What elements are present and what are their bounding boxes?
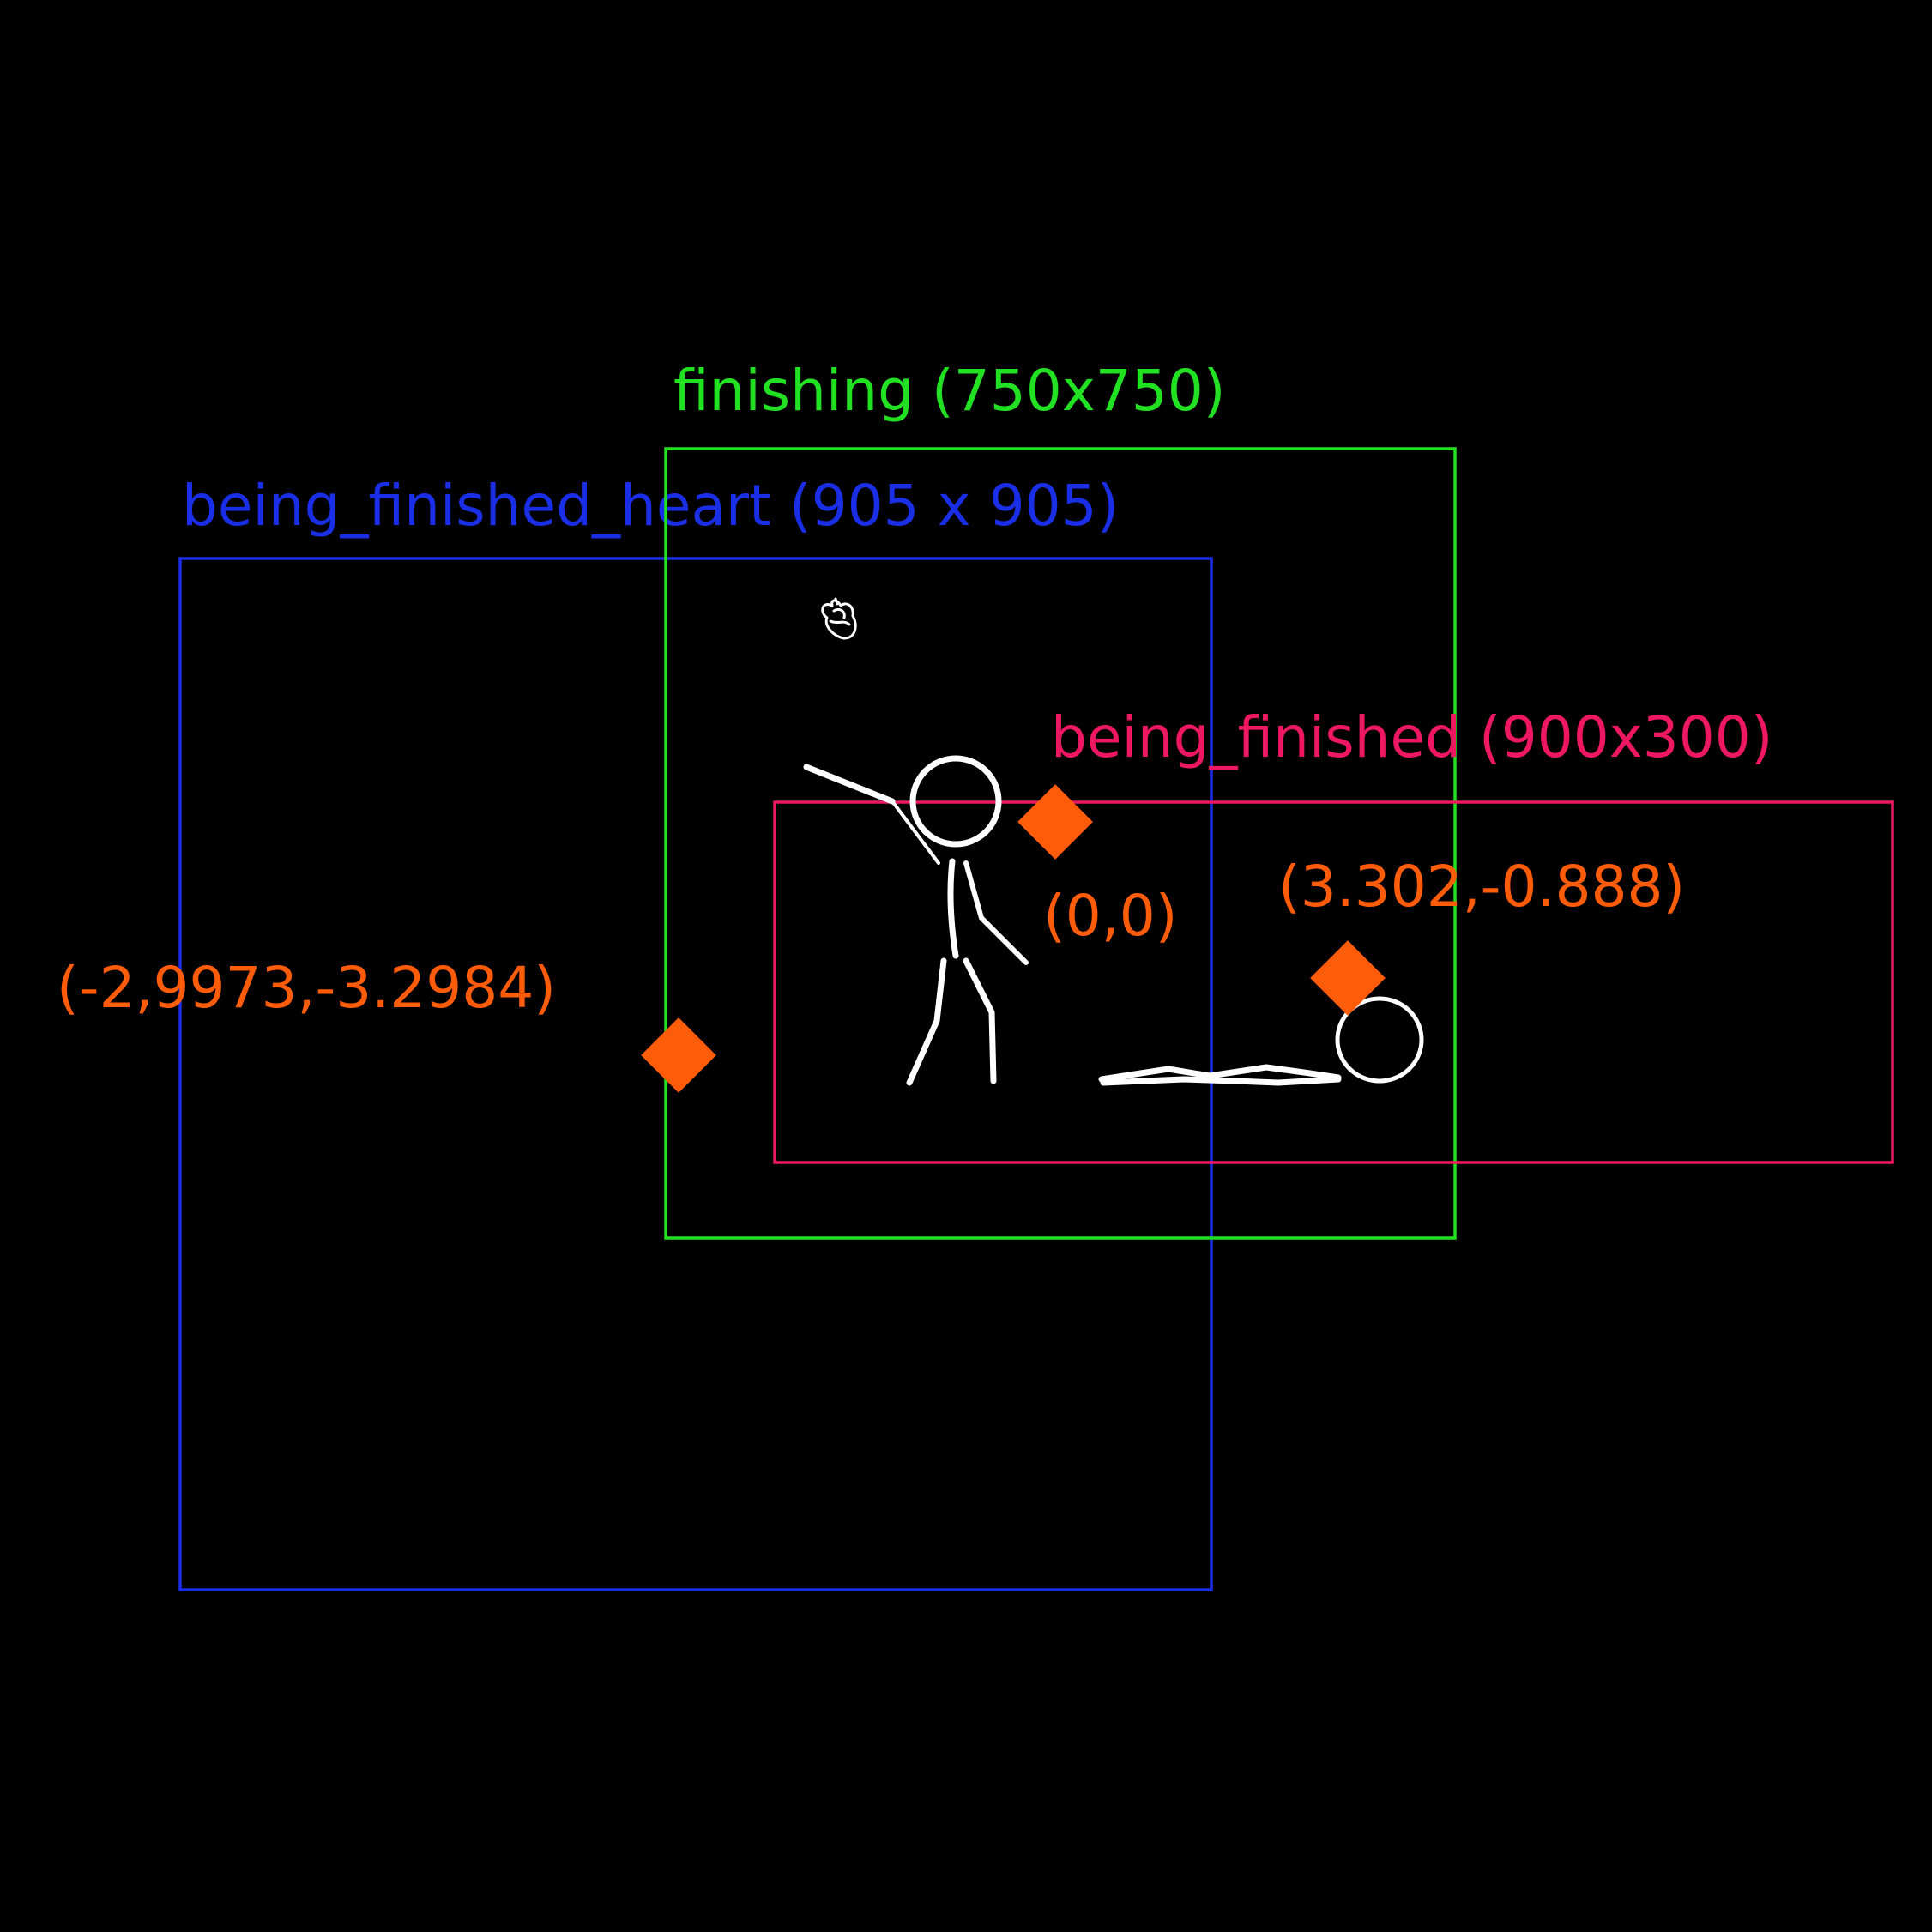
standing-figure-leg-right — [963, 957, 997, 1084]
being-finished-anchor-label: (3.302,-0.888) — [1278, 854, 1685, 920]
finishing-box-group: finishing (750x750) — [664, 358, 1457, 1240]
heart-box-group: being_finished_heart (905 x 905) — [178, 473, 1213, 1591]
finishing-box-label: finishing (750x750) — [673, 358, 1226, 424]
standing-stick-figure — [803, 755, 1029, 1086]
standing-figure-arm-raised-lower — [891, 800, 940, 865]
being-finished-box-label: being_finished (900x300) — [1051, 704, 1773, 770]
standing-figure-arm-right — [963, 860, 1029, 965]
heart-icon — [821, 597, 857, 640]
lying-stick-figure — [1098, 996, 1424, 1086]
standing-figure-torso — [947, 858, 959, 959]
lying-figure-head — [1335, 996, 1424, 1084]
heart-anchor-marker — [641, 1017, 716, 1093]
being-finished-box — [773, 800, 1894, 1164]
lying-figure-body-top — [1098, 1064, 1342, 1083]
being-finished-anchor-marker — [1310, 940, 1386, 1016]
heart-box-label: being_finished_heart (905 x 905) — [182, 473, 1119, 539]
standing-figure-leg-left — [906, 957, 947, 1086]
origin-anchor-label: (0,0) — [1043, 883, 1177, 949]
heart-anchor-label: (-2,9973,-3.2984) — [57, 955, 556, 1021]
standing-figure-head — [909, 755, 1002, 848]
finishing-box — [664, 447, 1457, 1240]
origin-anchor-marker — [1017, 784, 1093, 860]
being-finished-box-group: being_finished (900x300) — [773, 704, 1894, 1164]
lying-figure-body-bottom — [1100, 1076, 1342, 1086]
standing-figure-arm-raised — [803, 764, 896, 805]
